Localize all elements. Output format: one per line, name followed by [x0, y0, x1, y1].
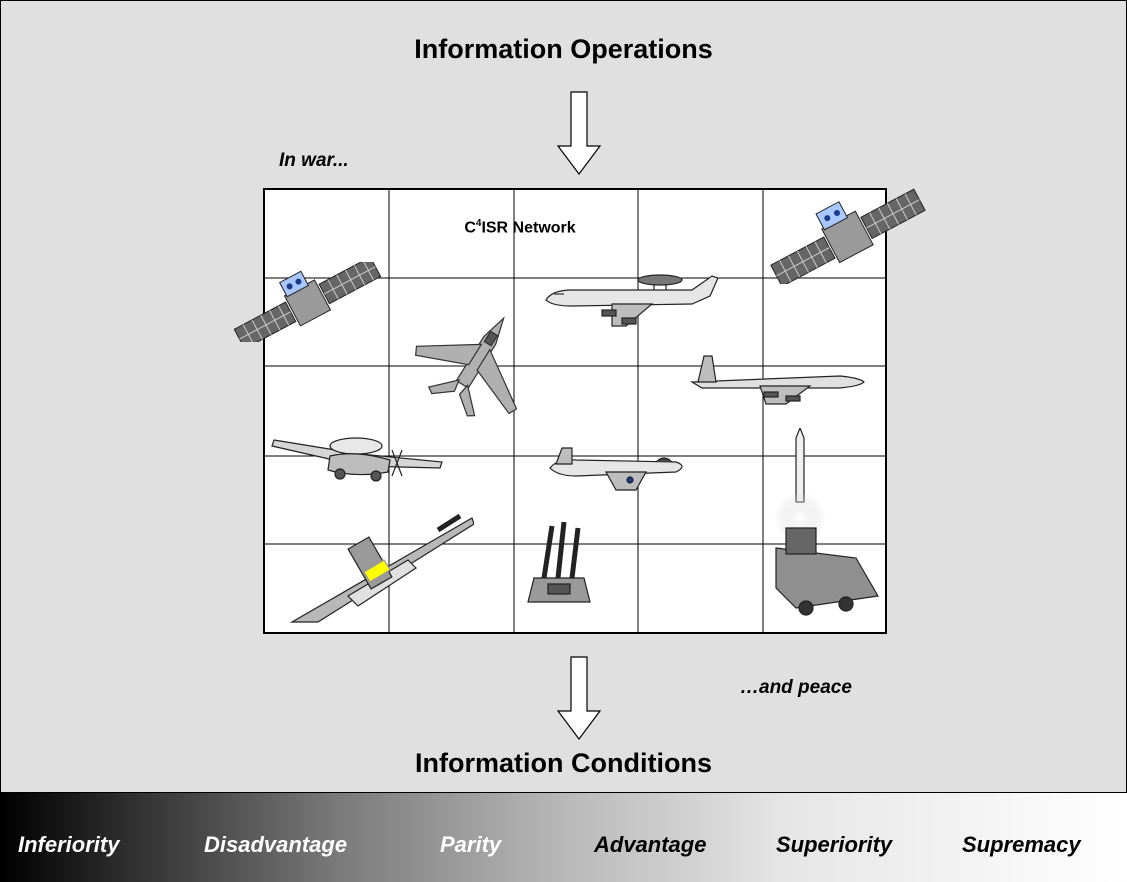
level-parity: Parity [440, 832, 502, 857]
tanker-aircraft-icon [690, 355, 865, 405]
network-prefix: C [464, 219, 476, 237]
awacs-aircraft-icon [545, 274, 719, 327]
peace-note: …and peace [740, 677, 852, 698]
network-label: C4ISR Network [420, 218, 620, 237]
level-supremacy: Supremacy [962, 832, 1081, 857]
satellite-icon [233, 262, 382, 342]
attack-jet-icon [549, 447, 683, 491]
satellite-icon [770, 188, 926, 284]
warship-icon [289, 513, 474, 623]
level-disadvantage: Disadvantage [204, 832, 348, 857]
sam-launcher-icon [527, 521, 591, 603]
level-advantage: Advantage [594, 832, 707, 857]
early-warning-aircraft-icon [271, 437, 443, 482]
network-suffix: ISR Network [481, 219, 576, 237]
down-arrow-icon [556, 91, 602, 175]
conditions-title: Information Conditions [415, 748, 712, 778]
information-condition-scale: Inferiority Disadvantage Parity Advantag… [0, 793, 1127, 882]
down-arrow-icon [556, 656, 602, 740]
missile-launch-icon [774, 428, 879, 616]
page-title: Information Operations [414, 34, 713, 64]
fighter-jet-icon [414, 316, 518, 417]
war-note: In war... [279, 150, 349, 171]
network-superscript: 4 [475, 218, 482, 229]
level-superiority: Superiority [776, 832, 893, 857]
level-inferiority: Inferiority [18, 832, 120, 857]
